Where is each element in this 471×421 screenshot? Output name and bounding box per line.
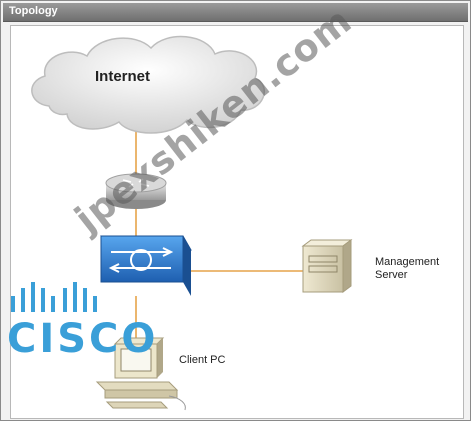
internet-cloud <box>31 35 266 134</box>
topology-canvas: Internet Management Server Client PC <box>10 25 464 419</box>
server-icon <box>301 239 353 293</box>
cisco-logo: CISCO <box>7 316 159 362</box>
internet-label: Internet <box>95 68 151 85</box>
title-bar: Topology <box>3 3 468 22</box>
firewall-icon <box>100 235 192 296</box>
client-pc-icon <box>95 337 186 411</box>
router-icon <box>105 173 167 209</box>
cisco-logo-bars <box>11 282 97 312</box>
topology-diagram <box>11 35 353 411</box>
window-title: Topology <box>9 5 58 17</box>
network-links <box>135 130 303 344</box>
client-pc-label: Client PC <box>179 354 226 366</box>
management-server-label: Management Server <box>375 256 440 281</box>
